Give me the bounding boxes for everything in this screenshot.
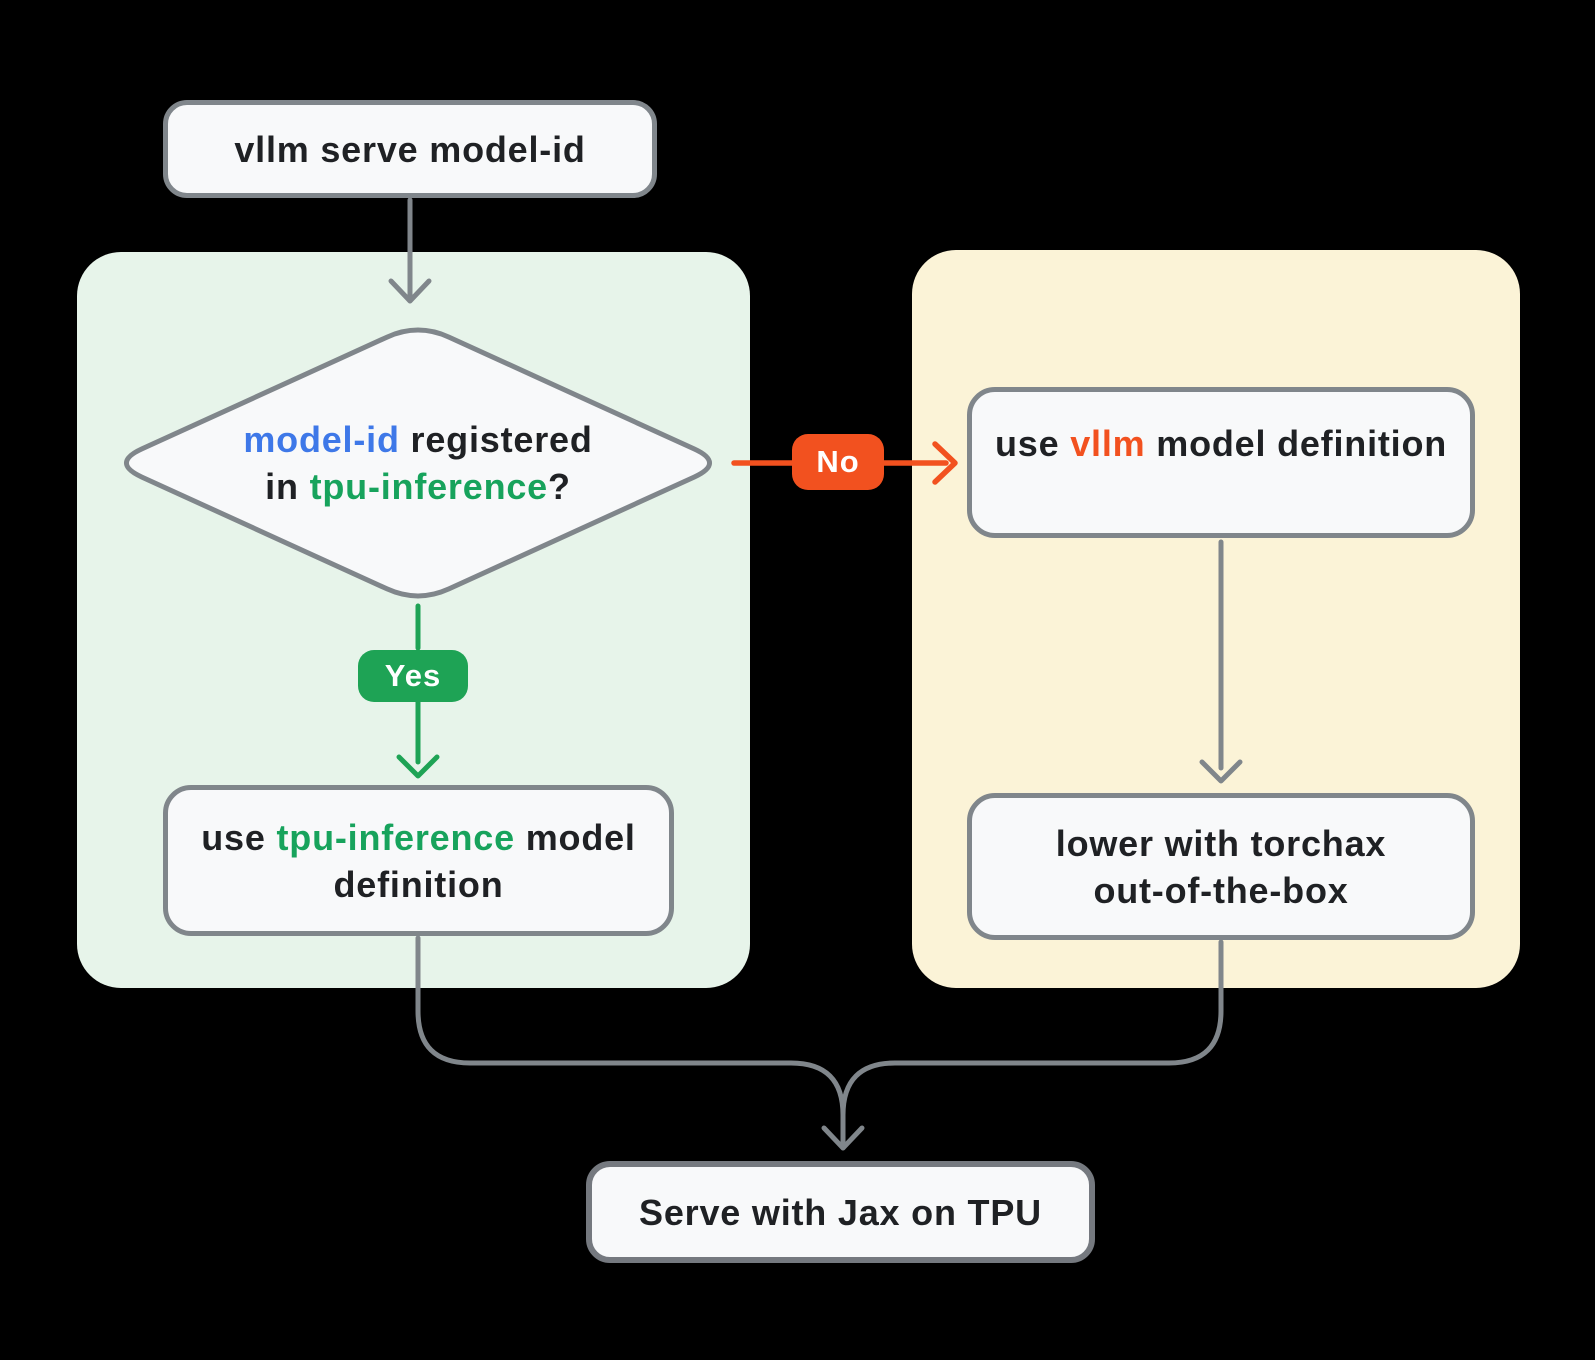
decision-registered-text: registered [399,419,593,460]
tpu-node-use-text: use [201,816,277,858]
decision-question-mark: ? [548,466,571,507]
tpu-node-model-text: model [514,816,636,858]
decision-line-1: model-id registered [243,416,592,463]
vllm-node-line: use vllm model definition [995,420,1447,467]
decision-in-text: in [265,466,310,507]
vllm-node-vllm-text: vllm [1070,423,1146,464]
yes-badge-label: Yes [384,658,442,693]
start-node-label: vllm serve model-id [234,128,586,170]
no-badge: No [792,434,884,490]
vllm-node-use-text: use [994,423,1071,464]
decision-tpu-inference-text: tpu-inference [309,466,549,507]
tpu-inference-node-line-1: use tpu-inference model [201,814,636,861]
decision-node-label: model-id registered in tpu-inference? [111,323,725,603]
start-node: vllm serve model-id [163,100,657,198]
arrowhead-merge-icon [821,1125,865,1151]
tpu-inference-node-line-2: definition [333,863,504,905]
torchax-node-line-1: lower with torchax [1055,822,1387,864]
serve-node: Serve with Jax on TPU [586,1161,1095,1263]
decision-model-id-text: model-id [243,419,400,460]
torchax-node-line-2: out-of-the-box [1093,869,1349,911]
serve-node-label: Serve with Jax on TPU [639,1191,1042,1233]
vllm-node-rest-text: model definition [1145,423,1448,464]
tpu-inference-node: use tpu-inference model definition [163,785,674,936]
tpu-node-tpu-inference-text: tpu-inference [276,816,515,858]
decision-line-2: in tpu-inference? [265,463,571,510]
vllm-node: use vllm model definition [967,387,1475,538]
torchax-node: lower with torchax out-of-the-box [967,793,1475,940]
yes-badge: Yes [358,650,468,702]
no-badge-label: No [816,444,860,479]
